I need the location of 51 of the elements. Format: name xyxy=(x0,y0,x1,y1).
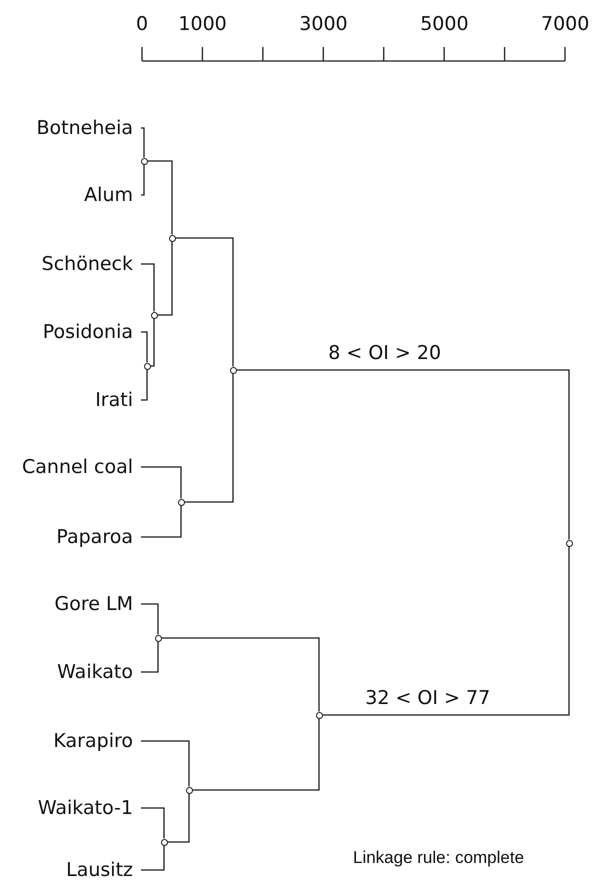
dendrogram-branch xyxy=(141,466,182,498)
dendrogram-branch xyxy=(168,794,190,843)
axis-tick-label: 7000 xyxy=(541,12,590,36)
dendrogram-branch xyxy=(148,160,173,234)
merge-node-circle xyxy=(168,234,176,242)
leaf-label: Karapiro xyxy=(53,729,141,753)
dendrogram-branch xyxy=(141,127,145,158)
axis-tick-label: 3000 xyxy=(299,12,348,36)
merge-node-circle xyxy=(140,158,148,164)
dendrogram-branch xyxy=(192,718,320,791)
dendrogram-branch xyxy=(176,237,234,366)
leaf-label: Waikato-1 xyxy=(38,796,141,820)
leaf-label: Cannel coal xyxy=(22,455,141,479)
dendrogram-branch xyxy=(236,369,570,540)
merge-node-circle xyxy=(178,498,184,506)
axis-tick-label: 5000 xyxy=(420,12,469,36)
note-text: Linkage rule: complete xyxy=(353,848,524,868)
dendrogram-branch xyxy=(141,807,165,838)
axis-tick-label: 1000 xyxy=(178,12,227,36)
dendrogram-branch xyxy=(141,642,159,673)
dendrogram-branch xyxy=(322,546,570,716)
merge-node-circle xyxy=(186,786,192,794)
leaf-label: Alum xyxy=(84,183,141,207)
merge-node-circle xyxy=(230,366,236,374)
merge-node-circle xyxy=(316,712,322,718)
merge-node-circle xyxy=(566,540,572,546)
leaf-label: Botneheia xyxy=(36,116,141,140)
leaf-label: Gore LM xyxy=(54,592,141,616)
merge-node-circle xyxy=(144,362,150,370)
dendrogram-branch xyxy=(141,846,165,871)
dendrogram-branch xyxy=(141,263,155,312)
axis-tick-label: 0 xyxy=(136,12,148,36)
leaf-label: Waikato xyxy=(57,660,141,684)
dendrogram-branch xyxy=(150,318,155,367)
leaf-label: Paparoa xyxy=(56,525,141,549)
dendrogram-branch xyxy=(141,740,190,786)
merge-node-circle xyxy=(150,312,158,318)
dendrogram-branch xyxy=(141,603,159,634)
leaf-label: Schöneck xyxy=(42,252,141,276)
leaf-label: Posidonia xyxy=(42,320,141,344)
merge-node-circle xyxy=(160,838,168,846)
leaf-label: Lausitz xyxy=(66,858,141,882)
dendrogram-branch xyxy=(141,506,182,538)
dendrogram-branch xyxy=(141,164,145,196)
merge-node-circle xyxy=(154,634,162,642)
leaf-label: Irati xyxy=(95,388,141,412)
dendrogram-branch xyxy=(141,370,148,401)
dendrogram-branch xyxy=(158,242,173,316)
dendrogram-branch xyxy=(141,331,148,362)
dendrogram-branch xyxy=(184,374,234,503)
dendrogram-branch xyxy=(162,637,320,712)
